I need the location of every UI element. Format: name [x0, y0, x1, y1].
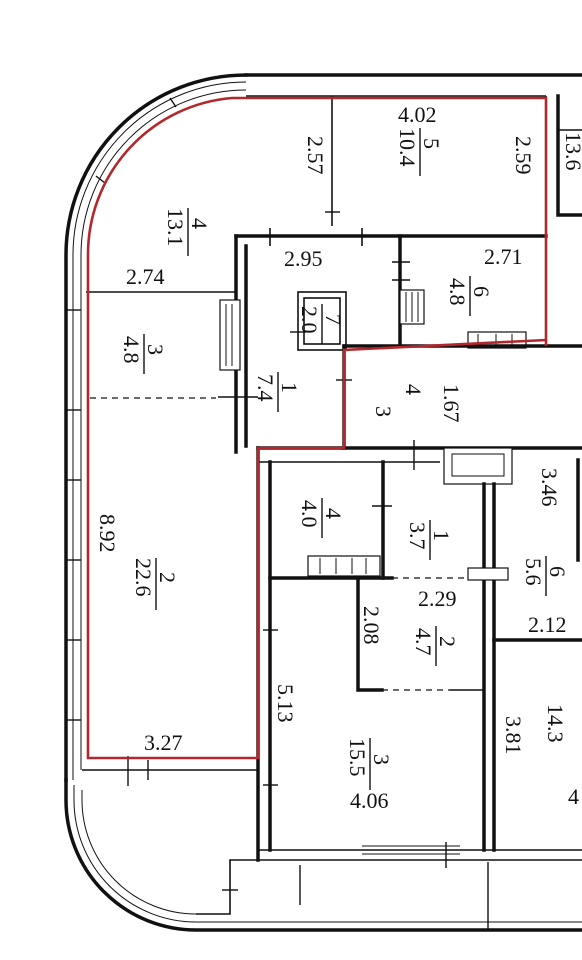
outer-facade	[64, 73, 582, 782]
room-label-2-4-7: 2 4.7	[411, 626, 460, 666]
room-label-4-3: 4 3	[371, 384, 426, 417]
svg-text:22.6: 22.6	[131, 558, 156, 597]
dim-3-81: 3.81	[501, 716, 526, 755]
svg-text:4.0: 4.0	[297, 500, 322, 528]
dim-4-02: 4.02	[398, 102, 437, 127]
dim-5-13: 5.13	[273, 684, 298, 723]
room-label-7-2-0: 7 2.0	[297, 304, 346, 344]
svg-text:2.0: 2.0	[297, 306, 322, 334]
svg-text:4: 4	[187, 218, 212, 229]
svg-text:5.6: 5.6	[521, 558, 546, 586]
dim-3-46: 3.46	[537, 468, 562, 507]
svg-text:5: 5	[419, 138, 444, 149]
dim-4-partial: 4	[568, 784, 579, 809]
svg-text:4.8: 4.8	[119, 336, 144, 364]
room-label-5-10-4: 5 10.4	[395, 128, 444, 176]
dim-2-74: 2.74	[126, 264, 165, 289]
svg-text:15.5: 15.5	[345, 738, 370, 777]
room-label-2-22-6: 2 22.6	[131, 558, 180, 610]
svg-text:1: 1	[429, 530, 454, 541]
unit-outline	[86, 96, 548, 760]
room-label-14-3: 14.3	[543, 704, 568, 743]
svg-text:4.7: 4.7	[411, 628, 436, 656]
svg-text:3: 3	[143, 344, 168, 355]
svg-text:2: 2	[155, 572, 180, 583]
dim-2-95: 2.95	[284, 246, 323, 271]
svg-text:4: 4	[401, 384, 426, 395]
dim-4-06: 4.06	[350, 788, 389, 813]
room-label-3-15-5: 3 15.5	[345, 738, 394, 790]
svg-text:3: 3	[371, 406, 396, 417]
room-label-6-5-6: 6 5.6	[521, 556, 570, 596]
room-label-1-7-4: 1 7.4	[253, 372, 302, 412]
balcony-bottom-left	[64, 778, 582, 932]
svg-text:14.3: 14.3	[543, 704, 568, 743]
room-label-4-4-0: 4 4.0	[297, 498, 346, 538]
svg-text:3.7: 3.7	[405, 522, 430, 550]
svg-text:4: 4	[321, 508, 346, 519]
svg-text:13.1: 13.1	[163, 208, 188, 247]
svg-text:3: 3	[369, 754, 394, 765]
svg-text:1: 1	[277, 382, 302, 393]
dim-2-29: 2.29	[418, 586, 457, 611]
dim-8-92: 8.92	[95, 514, 120, 553]
svg-text:7.4: 7.4	[253, 374, 278, 402]
dim-2-71: 2.71	[484, 244, 523, 269]
svg-text:2: 2	[435, 636, 460, 647]
dim-3-27: 3.27	[144, 730, 183, 755]
dim-2-08: 2.08	[359, 606, 384, 645]
room-label-6-4-8: 6 4.8	[445, 276, 494, 316]
svg-text:4.8: 4.8	[445, 278, 470, 306]
svg-text:10.4: 10.4	[395, 128, 420, 167]
room-label-3-4-8: 3 4.8	[119, 334, 168, 374]
svg-text:7: 7	[321, 314, 346, 325]
dim-2-12: 2.12	[528, 612, 567, 637]
svg-text:6: 6	[545, 566, 570, 577]
dim-2-57: 2.57	[303, 136, 328, 175]
svg-text:6: 6	[469, 286, 494, 297]
dim-1-67: 1.67	[439, 384, 464, 423]
dim-2-59: 2.59	[511, 136, 536, 175]
room-label-1-3-7: 1 3.7	[405, 520, 454, 560]
dim-13-partial: 13.6	[561, 132, 582, 171]
room-label-4-13-1: 4 13.1	[163, 208, 212, 256]
